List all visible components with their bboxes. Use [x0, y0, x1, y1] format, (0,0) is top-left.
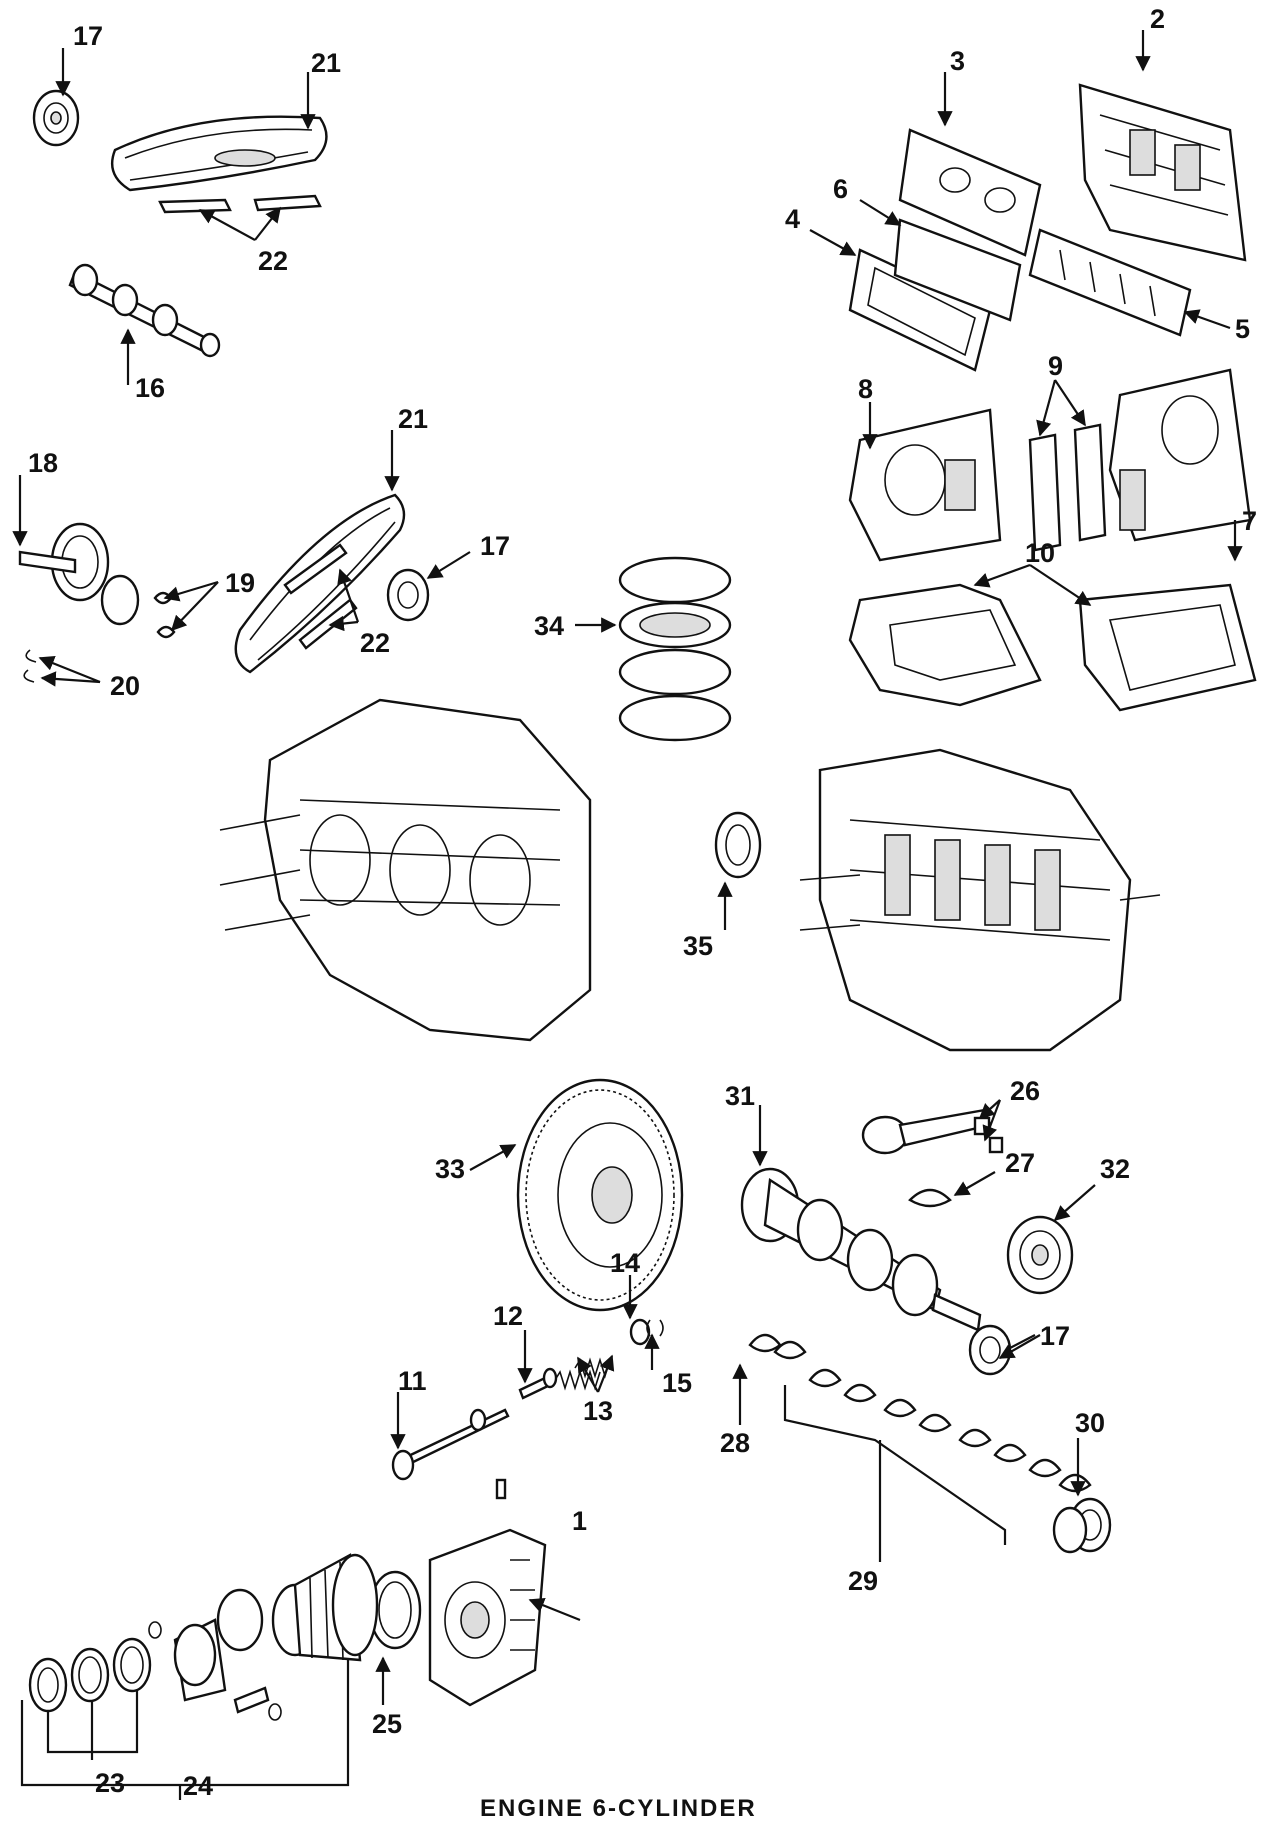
head-gasket-part: [898, 128, 1042, 257]
connecting-rod-part: [861, 1108, 1004, 1155]
callout-6: 6: [833, 174, 848, 204]
intermediate-shaft-part: [18, 522, 140, 626]
housing-gaskets-part: [1028, 423, 1107, 552]
piston-part: [148, 1588, 282, 1721]
gasket-6-part: [893, 218, 1022, 322]
cover-gaskets-part: [848, 583, 1257, 712]
retainer-part: [629, 1318, 651, 1346]
rod-bearing-part: [908, 1188, 952, 1208]
callout-8: 8: [858, 374, 873, 404]
oil-seal-part: [714, 811, 762, 879]
callout-12: 12: [493, 1301, 523, 1331]
chain-housing-left-part: [848, 408, 1002, 562]
crank-pulley-part: [1006, 1215, 1074, 1295]
crankcase-right-part: [799, 748, 1161, 1052]
chain-housing-right-part: [1108, 368, 1252, 542]
callout-28: 28: [720, 1428, 750, 1458]
callout-35: 35: [683, 931, 713, 961]
callout-22b: 22: [360, 628, 390, 658]
crankcase-left-part: [219, 698, 592, 1042]
callout-20: 20: [110, 671, 140, 701]
callout-5: 5: [1235, 314, 1250, 344]
callout-15: 15: [662, 1368, 692, 1398]
callout-34: 34: [534, 611, 564, 641]
rear-seal-part: [1052, 1497, 1112, 1554]
sprocket-2-part: [386, 568, 430, 622]
callout-25: 25: [372, 1709, 402, 1739]
leader-lines: [12, 30, 1243, 1800]
cylinder-head-unit-part: [428, 1478, 547, 1707]
callout-4: 4: [785, 204, 800, 234]
diagram-caption: ENGINE 6-CYLINDER: [480, 1795, 757, 1822]
callout-14: 14: [610, 1248, 640, 1278]
callout-3: 3: [950, 46, 965, 76]
callout-23: 23: [95, 1768, 125, 1798]
valve-seal-part: [469, 1376, 550, 1432]
callout-19: 19: [225, 568, 255, 598]
cylinder-barrel-part: [271, 1553, 379, 1662]
callout-labels: 17 21 22 16 18 19 20 21 22 17 2 3 6 4 5 …: [28, 4, 1257, 1801]
gasket-set-part: [618, 556, 732, 742]
callout-18: 18: [28, 448, 58, 478]
callout-10: 10: [1025, 538, 1055, 568]
main-bearings-part: [748, 1333, 1092, 1493]
clips-part: [23, 649, 37, 683]
callout-26: 26: [1010, 1076, 1040, 1106]
callout-31: 31: [725, 1081, 755, 1111]
callout-16: 16: [135, 373, 165, 403]
callout-30: 30: [1075, 1408, 1105, 1438]
callout-21b: 21: [398, 404, 428, 434]
callout-21: 21: [311, 48, 341, 78]
callout-24: 24: [183, 1771, 213, 1801]
callout-2: 2: [1150, 4, 1165, 34]
timing-chain-part: [110, 115, 328, 192]
crankshaft-part: [740, 1167, 982, 1332]
callout-17b: 17: [480, 531, 510, 561]
callout-1: 1: [572, 1506, 587, 1536]
callout-29: 29: [848, 1566, 878, 1596]
keys-part: [153, 591, 176, 639]
flywheel-part: [516, 1078, 684, 1312]
callout-33: 33: [435, 1154, 465, 1184]
callout-17c: 17: [1040, 1321, 1070, 1351]
callout-32: 32: [1100, 1154, 1130, 1184]
callout-27: 27: [1005, 1148, 1035, 1178]
timing-chain-2-part: [234, 493, 406, 674]
callout-7: 7: [1242, 506, 1257, 536]
callout-13: 13: [583, 1396, 613, 1426]
chain-guides-part: [158, 194, 322, 214]
sprocket-part: [32, 89, 80, 147]
callout-17: 17: [73, 21, 103, 51]
callout-11: 11: [398, 1366, 427, 1396]
callout-9: 9: [1048, 351, 1063, 381]
crank-gear-part: [968, 1324, 1012, 1376]
cylinder-head-part: [1078, 83, 1247, 262]
gasket-5-part: [1028, 228, 1192, 337]
valve-part: [391, 1408, 510, 1481]
camshaft-part: [68, 263, 221, 358]
callout-22: 22: [258, 246, 288, 276]
piston-rings-part: [28, 1637, 152, 1713]
